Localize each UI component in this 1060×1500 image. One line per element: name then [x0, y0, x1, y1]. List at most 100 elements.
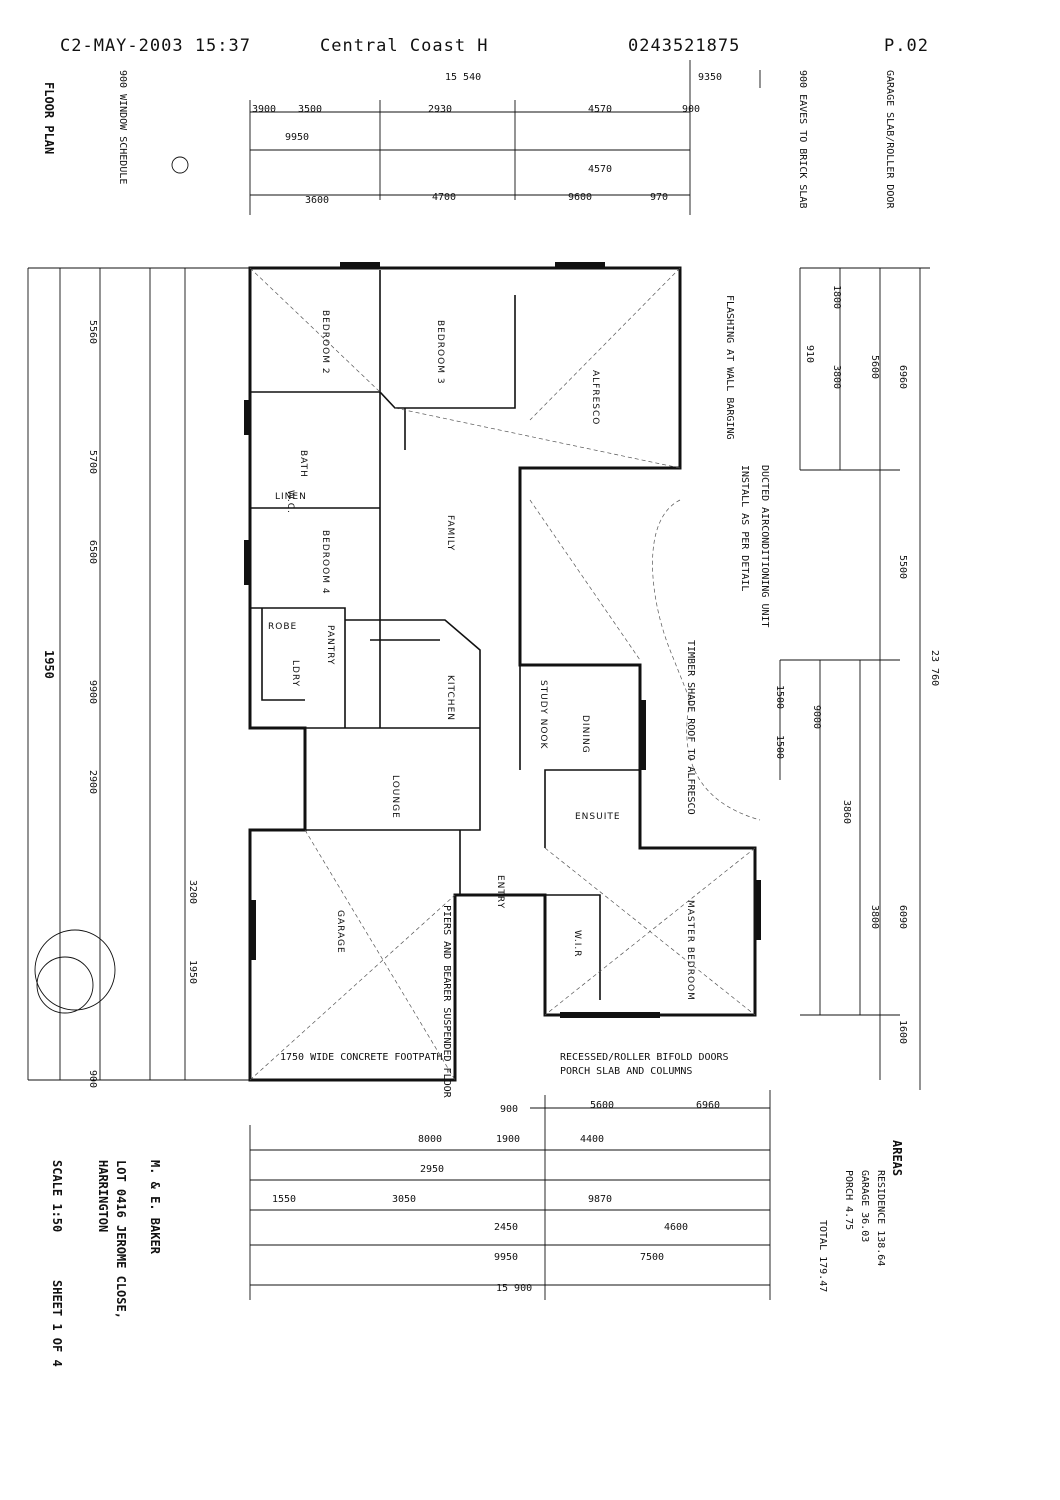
- fax-phone: 0243521875: [628, 36, 741, 56]
- areas-title: AREAS: [890, 1140, 904, 1177]
- dim-right-13: 3800: [869, 905, 880, 930]
- dim-bottom-4: 8000: [418, 1134, 443, 1145]
- note-eaves: 900 EAVES TO BRICK SLAB: [797, 70, 808, 209]
- area-garage: GARAGE 36.03: [859, 1170, 870, 1243]
- dim-left-5: 2900: [87, 770, 98, 795]
- note-flashing: FLASHING AT WALL BARGING: [724, 295, 735, 440]
- note-porch-slab: PORCH SLAB AND COLUMNS: [560, 1066, 693, 1077]
- scale-label: SCALE 1:50: [50, 1160, 64, 1233]
- fax-datetime: C2-MAY-2003 15:37: [60, 36, 251, 56]
- dim-bottom-10: 2450: [494, 1222, 519, 1233]
- outer-wall: [248, 266, 757, 1082]
- dim-left-4: 9900: [87, 680, 98, 705]
- room-label-wir: W.I.R: [572, 930, 582, 958]
- dim-right-2: 910: [804, 345, 815, 364]
- room-label-study: STUDY NOOK: [538, 680, 548, 750]
- alfresco-outline: [652, 499, 761, 821]
- client-name: M. & E. BAKER: [148, 1160, 162, 1254]
- dim-right-4: 5600: [869, 355, 880, 380]
- room-label-bedroom4: BEDROOM 4: [320, 530, 330, 595]
- dim-left-7: 1950: [187, 960, 198, 985]
- dim-top-6: 3600: [305, 195, 330, 206]
- dim-bottom-7: 2950: [420, 1164, 445, 1175]
- note-install: INSTALL AS PER DETAIL: [739, 465, 750, 592]
- dim-left-8: 900: [87, 1070, 98, 1089]
- dim-right-5: 6960: [897, 365, 908, 390]
- dim-top-10: 9350: [698, 72, 723, 83]
- dim-top-7: 4700: [432, 192, 457, 203]
- note-window-schedule: 900 WINDOW SCHEDULE: [117, 70, 128, 185]
- dim-bottom-11: 9870: [588, 1194, 613, 1205]
- room-label-bedroom3: BEDROOM 3: [435, 320, 445, 385]
- north-arrow-icon: [171, 156, 189, 174]
- note-bifold: RECESSED/ROLLER BIFOLD DOORS: [560, 1052, 729, 1063]
- dim-bottom-3: 900: [500, 1104, 519, 1115]
- dim-top-2: 2930: [428, 104, 453, 115]
- fax-page: P.02: [884, 36, 929, 56]
- dim-left-3: 6500: [87, 540, 98, 565]
- dim-left-1: 5560: [87, 320, 98, 345]
- interior-walls: [250, 270, 640, 1000]
- note-timber-shade: TIMBER SHADE ROOF TO ALFRESCO: [685, 640, 696, 815]
- room-label-robe: ROBE: [268, 622, 298, 632]
- room-label-kitchen: KITCHEN: [445, 675, 455, 721]
- room-label-entry: ENTRY: [495, 875, 505, 910]
- room-label-master-bedroom: MASTER BEDROOM: [685, 900, 695, 1001]
- dim-right-8: 3860: [841, 800, 852, 825]
- area-residence: RESIDENCE 138.64: [875, 1170, 886, 1267]
- dim-top-4: 9950: [285, 132, 310, 143]
- dim-right-total: 23 760: [929, 650, 940, 687]
- dim-right-6: 5500: [897, 555, 908, 580]
- dim-top-9: 970: [650, 192, 669, 203]
- dim-bottom-9: 3050: [392, 1194, 417, 1205]
- dim-bottom-14: 7500: [640, 1252, 665, 1263]
- note-piers: PIERS AND BEARER SUSPENDED FLOOR: [441, 905, 452, 1098]
- address-line-1: LOT 0416 JEROME CLOSE,: [114, 1160, 128, 1319]
- bottom-dimension-lines: [249, 1090, 771, 1300]
- area-porch: PORCH 4.75: [843, 1170, 854, 1231]
- dim-right-11: 1500: [774, 735, 785, 760]
- room-label-alfresco: ALFRESCO: [590, 370, 600, 426]
- dim-right-9: 6090: [897, 905, 908, 930]
- dim-bottom-6: 4400: [580, 1134, 605, 1145]
- dim-left-6: 3200: [187, 880, 198, 905]
- side-label-north: 1950: [42, 650, 56, 679]
- dim-top-5: 4570: [588, 164, 613, 175]
- right-dimension-lines: [779, 267, 930, 1090]
- dim-top-3: 4570: [588, 104, 613, 115]
- dim-top-12: 3900: [252, 104, 277, 115]
- dim-bottom-13: 9950: [494, 1252, 519, 1263]
- room-label-ensuite: ENSUITE: [575, 812, 621, 822]
- dim-bottom-12: 4600: [664, 1222, 689, 1233]
- room-label-family: FAMILY: [445, 515, 455, 552]
- dim-right-7: 9000: [811, 705, 822, 730]
- room-label-linen: LINEN: [275, 492, 307, 502]
- room-label-garage: GARAGE: [335, 910, 345, 954]
- dim-top-1: 3500: [298, 104, 323, 115]
- note-garage-slab: GARAGE SLAB/ROLLER DOOR: [884, 70, 895, 209]
- approval-stamp: [34, 929, 116, 1011]
- area-total: TOTAL 179.47: [817, 1220, 828, 1293]
- sheet-number: SHEET 1 OF 4: [50, 1280, 64, 1367]
- roof-lines: [249, 267, 756, 1081]
- sheet-title: FLOOR PLAN: [42, 82, 56, 155]
- dim-right-1: 1800: [831, 285, 842, 310]
- dim-right-10: 1500: [774, 685, 785, 710]
- dim-right-12: 1600: [897, 1020, 908, 1045]
- room-label-ldry: LDRY: [290, 660, 300, 688]
- dim-top-11: 900: [682, 104, 701, 115]
- dim-right-3: 3800: [831, 365, 842, 390]
- fax-sender: Central Coast H: [320, 36, 489, 56]
- dim-bottom-total: 15 900: [496, 1283, 533, 1294]
- note-footpath: 1750 WIDE CONCRETE FOOTPATH: [280, 1052, 443, 1063]
- room-label-pantry: PANTRY: [325, 625, 335, 666]
- dim-top-8: 9600: [568, 192, 593, 203]
- top-dimension-lines: [249, 60, 761, 215]
- left-dimension-lines: [27, 267, 250, 1081]
- dim-left-2: 5700: [87, 450, 98, 475]
- dim-bottom-8: 1550: [272, 1194, 297, 1205]
- dim-bottom-5: 1900: [496, 1134, 521, 1145]
- note-ducted: DUCTED AIRCONDITIONING UNIT: [759, 465, 770, 628]
- room-label-lounge: LOUNGE: [390, 775, 400, 819]
